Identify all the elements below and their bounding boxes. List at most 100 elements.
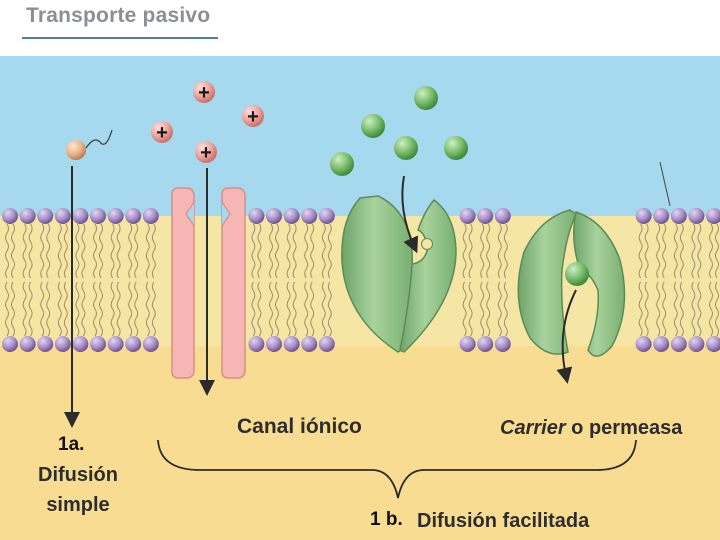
lipid-head — [266, 336, 282, 352]
page-title: Transporte pasivo — [26, 4, 211, 27]
lipid-tail — [134, 281, 139, 337]
lipid-tail — [93, 281, 97, 337]
lipid-tail — [497, 281, 502, 337]
lipid-tail — [134, 223, 139, 279]
lipid-tail — [462, 223, 467, 279]
lipid-tail — [116, 281, 121, 337]
simple-diffusion-line2: simple — [46, 494, 110, 516]
carrier-entry-arrow — [401, 175, 419, 254]
lipid-head — [653, 336, 670, 352]
lipid-tail — [679, 223, 684, 279]
lipid-tail — [304, 281, 309, 337]
positive-ion: + — [195, 141, 217, 164]
lipid-tail — [75, 223, 80, 279]
lipid-head — [653, 208, 670, 224]
lipid-tail — [40, 281, 45, 337]
lipid-head — [107, 336, 124, 352]
lipid-head — [301, 208, 318, 224]
lipid-head — [248, 208, 265, 224]
lipid-tail — [480, 223, 485, 279]
ion-circle — [195, 141, 217, 163]
ion-channel-gate-right — [221, 201, 231, 227]
lipid-tail — [57, 223, 62, 279]
lipid-tail — [5, 223, 9, 279]
ions: + + + + — [151, 81, 264, 164]
lipid-tail — [503, 281, 508, 337]
lipid-tail — [644, 281, 649, 337]
solute-in-carrier-2 — [565, 262, 589, 286]
ion-circle — [151, 121, 173, 143]
lipid-tail — [480, 281, 485, 337]
lipid-tail — [656, 223, 661, 279]
lipid-tail — [656, 281, 661, 337]
positive-ion: + — [193, 81, 215, 104]
lipid-tail — [46, 223, 51, 279]
lipid-tail — [28, 281, 33, 337]
lipid-tail — [63, 281, 68, 337]
lipid-tail — [28, 223, 33, 279]
facilitated-diffusion-label: Difusión facilitada — [417, 510, 590, 532]
lipid-tail — [638, 223, 643, 279]
lipid-tails — [5, 223, 719, 337]
lipid-tail — [715, 281, 719, 337]
lipid-tail — [679, 281, 684, 337]
solute-molecules — [330, 86, 589, 286]
lipid-tail — [251, 223, 256, 279]
lipid-head — [494, 336, 511, 352]
solute-molecule — [414, 86, 438, 110]
lipid-head — [477, 336, 494, 352]
label-1b: 1 b. — [370, 509, 403, 530]
lipid-tail — [275, 281, 279, 337]
lipid-tail — [145, 223, 150, 279]
lipid-tail — [310, 223, 315, 279]
lipid-tail — [321, 223, 326, 279]
ion-channel-left-subunit — [171, 187, 195, 379]
solute-molecule — [361, 114, 385, 138]
positive-ion: + — [151, 121, 173, 144]
lipid-head — [2, 336, 18, 352]
lipid-tail — [292, 281, 297, 337]
lipid-tail — [697, 281, 702, 337]
lipid-head — [301, 336, 318, 352]
lipid-tail — [22, 281, 27, 337]
lipid-head — [688, 336, 705, 352]
lipid-head — [72, 336, 89, 352]
extracellular-space — [0, 56, 720, 216]
lipid-tail — [269, 281, 273, 337]
ion-charge-sign: + — [198, 82, 210, 104]
lipid-tail — [327, 223, 332, 279]
lipid-head — [635, 336, 652, 352]
simple-diffusion-line1: Difusión — [38, 464, 118, 486]
lipid-tail — [709, 281, 713, 337]
lipid-tail — [673, 223, 678, 279]
lipid-tail — [46, 281, 51, 337]
lipid-head — [670, 208, 687, 224]
lipid-tail — [257, 281, 262, 337]
lipid-tail — [99, 223, 103, 279]
lipid-head — [54, 208, 71, 224]
lipid-tail — [145, 281, 150, 337]
lipid-tail — [304, 223, 309, 279]
lipid-tail — [93, 223, 97, 279]
ion-charge-sign: + — [247, 106, 259, 128]
lipid-tail — [128, 223, 133, 279]
lipid-tail — [486, 223, 491, 279]
carrier2-left-subunit — [517, 209, 577, 355]
ion-circle — [193, 81, 215, 103]
lipid-tail — [321, 281, 326, 337]
solute-molecule — [444, 136, 468, 160]
lipid-tail — [22, 223, 27, 279]
simple-diffusion-molecule — [66, 129, 113, 160]
molecule-tail — [85, 129, 113, 149]
lipid-head — [318, 208, 335, 224]
cytoplasm — [0, 346, 720, 540]
lipid-tail — [486, 281, 491, 337]
lipid-tail — [81, 223, 86, 279]
lipid-head — [125, 336, 142, 352]
lipid-tail — [269, 223, 273, 279]
lipid-head — [37, 208, 54, 224]
solute-molecule — [394, 136, 418, 160]
carrier-protein-open-out — [341, 195, 457, 353]
ion-circle — [242, 105, 264, 127]
